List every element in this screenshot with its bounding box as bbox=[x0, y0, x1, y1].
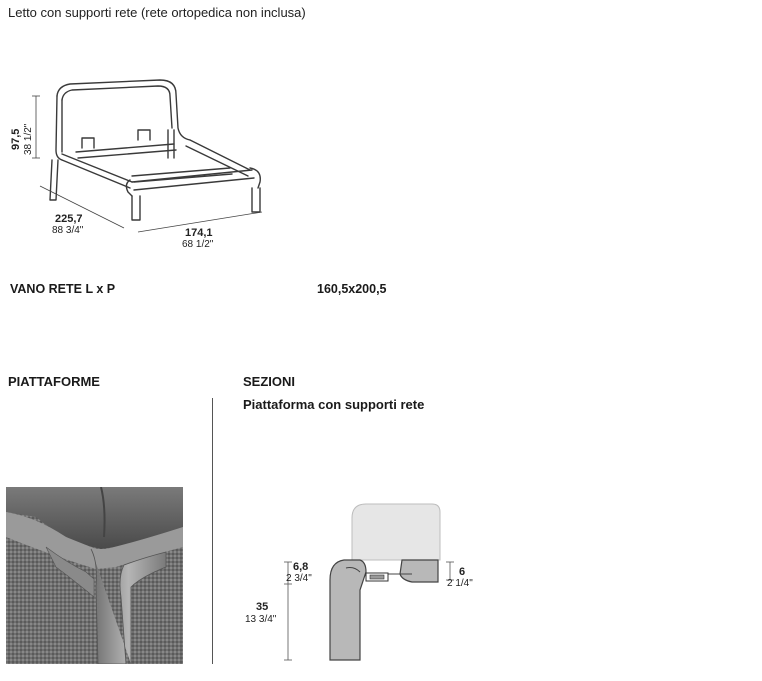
section-total-cm: 35 bbox=[256, 601, 268, 613]
platform-photo bbox=[6, 487, 183, 664]
platforms-title: PIATTAFORME bbox=[8, 374, 100, 389]
section-top-cm: 6,8 bbox=[293, 561, 308, 573]
width-in-label: 68 1/2" bbox=[182, 239, 214, 250]
width-cm-label: 174,1 bbox=[185, 227, 213, 239]
bed-drawing: 97,5 38 1/2" 225,7 88 3/4" 174,1 68 1/2" bbox=[10, 79, 263, 250]
section-top-in: 2 3/4" bbox=[286, 573, 312, 584]
depth-cm-label: 225,7 bbox=[55, 213, 83, 225]
column-divider bbox=[212, 398, 213, 664]
net-space-label: VANO RETE L x P bbox=[10, 282, 116, 296]
sections-subtitle: Piattaforma con supporti rete bbox=[243, 397, 425, 412]
sections-title: SEZIONI bbox=[243, 374, 296, 389]
section-drawing: 6,8 2 3/4" 35 13 3/4" 6 2 1/4" bbox=[245, 503, 473, 661]
product-caption: Letto con supporti rete (rete ortopedica… bbox=[8, 5, 306, 20]
section-total-in: 13 3/4" bbox=[245, 614, 277, 625]
height-in-label: 38 1/2" bbox=[23, 123, 34, 155]
height-cm-label: 97,5 bbox=[10, 129, 22, 150]
depth-in-label: 88 3/4" bbox=[52, 225, 84, 236]
section-slat-cm: 6 bbox=[459, 566, 465, 578]
section-slat-in: 2 1/4" bbox=[447, 578, 473, 589]
net-space-value: 160,5x200,5 bbox=[317, 282, 387, 296]
